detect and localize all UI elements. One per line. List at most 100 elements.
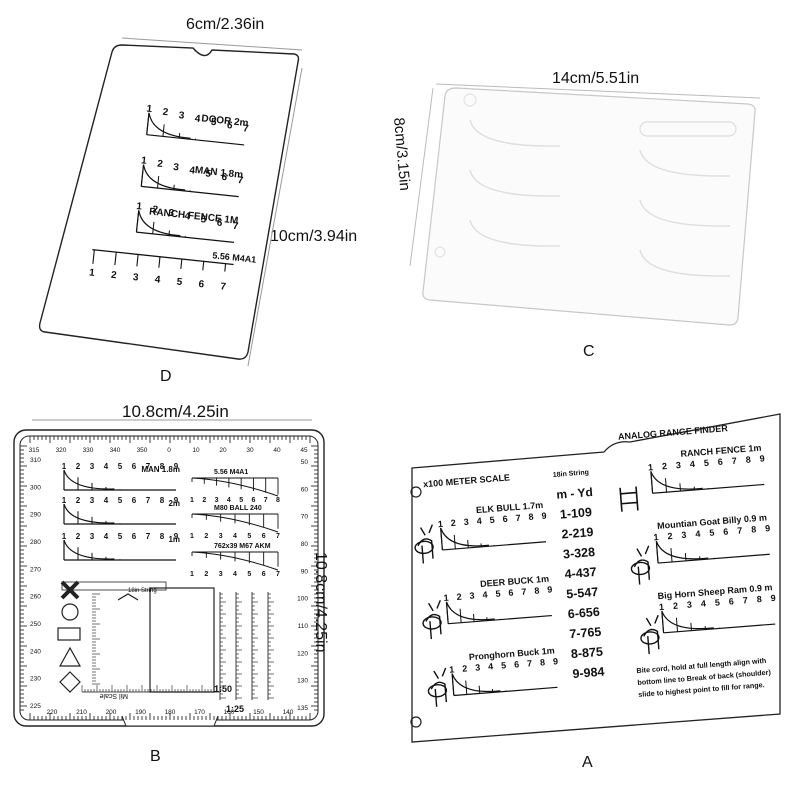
panel-a-right-scale-2-tick-8: 8	[751, 524, 757, 534]
panel-d-scale-2-tick-4: 4	[189, 165, 196, 177]
panel-b-deg-right-135: 135	[297, 705, 308, 712]
panel-b-left-scale-1-tick-9: 9	[174, 462, 179, 471]
panel-d-scale-1-tick-2: 2	[162, 107, 169, 119]
panel-d-scale-4-tick-7: 7	[220, 281, 227, 293]
panel-a-right-scale-3-tick-7: 7	[742, 595, 748, 605]
panel-b-deg-top-330: 330	[83, 447, 94, 454]
panel-b-deg-left-260: 260	[30, 594, 41, 601]
panel-b-right-scale-1-tick-1: 1	[190, 497, 194, 504]
panel-b-deg-top-340: 340	[110, 447, 121, 454]
panel-d-scale-1-tick-5: 5	[210, 117, 217, 129]
panel-a-left-scale-2-tick-9: 9	[547, 584, 553, 594]
panel-b-deg-left-280: 280	[30, 539, 41, 546]
panel-a-right-scale-3-tick-5: 5	[714, 597, 720, 607]
panel-a-left-scale-1-tick-4: 4	[476, 516, 482, 526]
panel-a-conversion-2: 2-219	[561, 525, 594, 541]
panel-b-width-label: 10.8cm/4.25in	[122, 402, 229, 421]
panel-a-conversion-5: 5-547	[566, 585, 599, 601]
panel-b-left-scale-2-tick-8: 8	[160, 496, 165, 505]
panel-b-right-scale-3-label: 762x39 M67 AKM	[214, 543, 271, 550]
panel-b-deg-bottom-220: 220	[47, 709, 58, 716]
panel-b-left-scale-3-tick-4: 4	[104, 532, 109, 541]
panel-a-right-scale-3-tick-3: 3	[687, 600, 693, 610]
panel-a-left-scale-2-tick-5: 5	[495, 589, 501, 599]
panel-a-conversion-3: 3-328	[563, 545, 596, 561]
panel-b-deg-right-80: 80	[301, 541, 309, 548]
panel-b-right-scale-2-tick-1: 1	[190, 533, 194, 540]
panel-a-left-scale-3-tick-2: 2	[462, 663, 468, 673]
panel-a-right-scale-2-tick-2: 2	[667, 531, 673, 541]
panel-a-left-scale-1-tick-7: 7	[515, 513, 521, 523]
panel-a-right-scale-2-tick-9: 9	[765, 523, 771, 533]
panel-b-left-scale-2-tick-7: 7	[146, 496, 151, 505]
panel-a-right-scale-1-tick-4: 4	[690, 459, 696, 469]
panel-b-right-scale-1-tick-6: 6	[251, 497, 255, 504]
panel-a-left-scale-2-tick-1: 1	[443, 593, 449, 603]
panel-c-outline	[422, 87, 756, 326]
panel-b-letter: B	[150, 748, 161, 765]
panel-d-scale-1-label: DOOR 2m	[201, 113, 249, 129]
panel-b-right-scale-2-tick-3: 3	[219, 533, 223, 540]
panel-b-deg-right-100: 100	[297, 596, 308, 603]
panel-a-left-scale-3-tick-3: 3	[475, 662, 481, 672]
panel-d-scale-2-tick-5: 5	[205, 168, 212, 180]
panel-b-deg-right-50: 50	[301, 459, 309, 466]
panel-a-right-scale-3-tick-9: 9	[770, 593, 776, 603]
panel-d-width-label: 6cm/2.36in	[186, 16, 265, 33]
panel-b-deg-bottom-170: 170	[194, 709, 205, 716]
panel-d-outline	[38, 44, 300, 360]
panel-d-height-label: 10cm/3.94in	[270, 228, 358, 245]
panel-b-deg-left-270: 270	[30, 566, 41, 573]
panel-b-deg-bottom-210: 210	[76, 709, 87, 716]
panel-a-left-scale-3-tick-5: 5	[501, 660, 507, 670]
panel-a-left-scale-3-tick-8: 8	[540, 657, 546, 667]
panel-b-left-scale-2-tick-6: 6	[132, 496, 137, 505]
panel-b-right-scale-1-label: 5.56 M4A1	[214, 469, 248, 476]
panel-b-deg-right-130: 130	[297, 678, 308, 685]
panel-d-scale-2-tick-7: 7	[237, 175, 244, 187]
panel-a-left-scale-3-tick-9: 9	[553, 656, 559, 666]
panel-b-deg-right-70: 70	[301, 514, 309, 521]
panel-a-right-scale-1-tick-2: 2	[662, 461, 668, 471]
panel-b-deg-top-10: 10	[192, 447, 200, 454]
panel-d-scale-2-tick-3: 3	[173, 162, 180, 174]
panel-b-deg-left-290: 290	[30, 512, 41, 519]
panel-a-right-scale-2-tick-6: 6	[723, 526, 729, 536]
deer-icon	[422, 599, 442, 640]
panel-b-deg-top-45: 45	[300, 447, 308, 454]
panel-b-left-scale-3-tick-3: 3	[90, 532, 95, 541]
panel-b-deg-right-120: 120	[297, 650, 308, 657]
panel-b-deg-right-60: 60	[301, 486, 309, 493]
panel-d-scale-3-tick-1: 1	[136, 201, 143, 213]
panel-b-right-scale-3-tick-2: 2	[204, 571, 208, 578]
panel-a-left-scale-2-tick-8: 8	[534, 585, 540, 595]
panel-a-right-scale-1-tick-1: 1	[648, 462, 654, 472]
panel-b-left-scale-2-tick-5: 5	[118, 496, 123, 505]
panel-a-left-scale-2-tick-6: 6	[508, 588, 514, 598]
panel-b-deg-bottom-150: 150	[253, 709, 264, 716]
panel-d-scale-3-tick-5: 5	[200, 214, 207, 226]
panel-a-left-scale-2-tick-7: 7	[521, 586, 527, 596]
panel-a-string-header: 18in String	[553, 469, 590, 479]
panel-b-deg-bottom-180: 180	[165, 709, 176, 716]
panel-c-scale-3	[469, 219, 560, 247]
panel-d-scale-4-tick-5: 5	[176, 277, 183, 289]
panel-b-right-scale-2-tick-7: 7	[276, 533, 280, 540]
panel-b-left-scale-3-tick-9: 9	[174, 532, 179, 541]
panel-b-deg-top-40: 40	[273, 447, 281, 454]
panel-a-right-scale-1-tick-7: 7	[731, 456, 737, 466]
panel-b-left-scale-1-tick-7: 7	[146, 462, 151, 471]
panel-b-right-scale-3-tick-3: 3	[219, 571, 223, 578]
panel-d-scale-4-tick-4: 4	[154, 274, 161, 286]
panel-b-left-scale-3-tick-2: 2	[76, 532, 81, 541]
panel-b-right-scale-3-tick-7: 7	[276, 571, 280, 578]
panel-a-left-scale-3-tick-6: 6	[514, 659, 520, 669]
panel-b-left-scale-3-label: 1m	[168, 535, 180, 544]
panel-b-deg-left-310: 310	[30, 457, 41, 464]
